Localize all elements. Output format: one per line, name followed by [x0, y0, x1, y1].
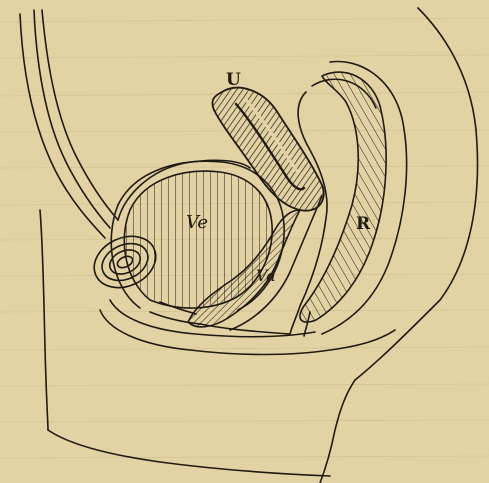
front-thigh-outline	[40, 210, 48, 430]
label-rectum: R	[356, 214, 370, 234]
label-bladder: Ve	[186, 212, 208, 233]
label-uterus: U	[226, 70, 241, 90]
thigh-outline	[48, 430, 330, 476]
label-vagina: Va	[256, 266, 276, 285]
